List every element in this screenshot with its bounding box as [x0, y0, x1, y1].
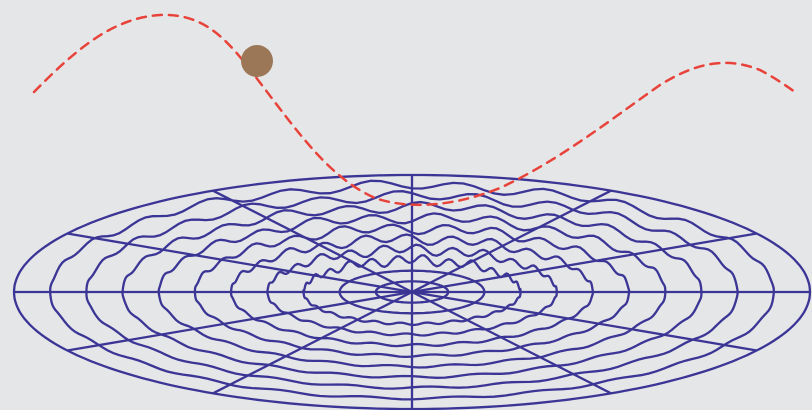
dashed-trajectory-path — [32, 13, 797, 207]
radial-spoke — [411, 290, 757, 352]
ball-icon — [241, 45, 273, 77]
radial-spoke — [67, 232, 413, 294]
radial-spoke — [212, 189, 413, 294]
radial-spoke — [67, 290, 413, 352]
radial-spoke — [411, 290, 612, 395]
radial-spoke — [411, 189, 612, 294]
radial-spoke — [212, 290, 413, 395]
radial-spoke — [411, 232, 757, 294]
radial-spokes — [14, 175, 810, 409]
